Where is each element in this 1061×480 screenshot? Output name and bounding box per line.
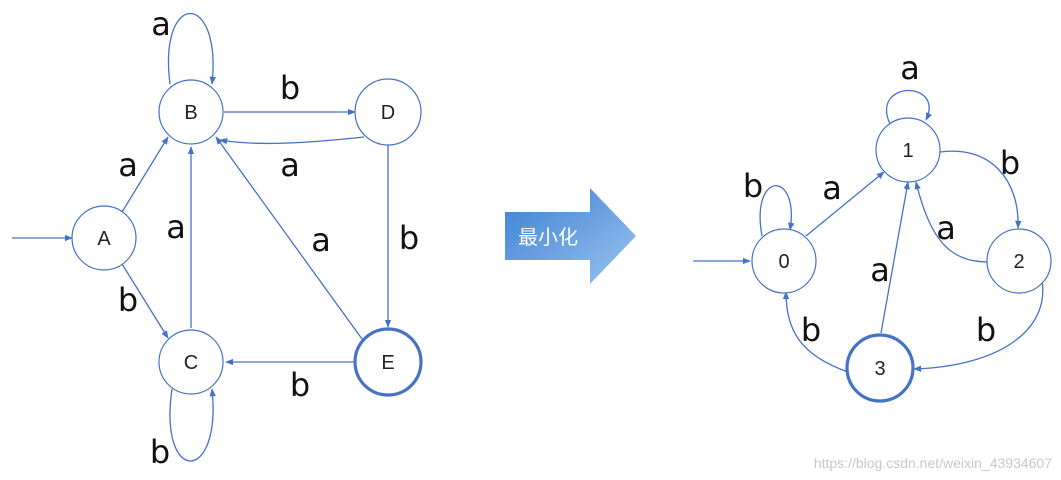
dfa-edge-1-2 bbox=[939, 150, 1022, 229]
nfa-label-D-B: a bbox=[280, 146, 300, 184]
nfa-label-B-D: b bbox=[280, 69, 300, 107]
minimize-arrow-label: 最小化 bbox=[518, 225, 578, 249]
nfa-label-E-B: a bbox=[311, 221, 331, 259]
nfa-label-C-C: b bbox=[150, 433, 170, 471]
dfa-node-2: 2 bbox=[986, 228, 1052, 294]
dfa-node-1: 1 bbox=[875, 117, 941, 183]
dfa-edge-2-3 bbox=[913, 279, 1044, 372]
nfa-node-C: C bbox=[158, 329, 224, 395]
nfa-edge-B-B bbox=[167, 12, 216, 85]
dfa-label-0-0: b bbox=[743, 167, 763, 205]
minimize-arrow-shape bbox=[505, 188, 636, 284]
nfa-edge-C-C bbox=[169, 388, 216, 462]
dfa-node-0-label: 0 bbox=[778, 251, 789, 273]
nfa-node-D-label: D bbox=[381, 102, 395, 124]
nfa-graph: a b a b a a b b a b A B C D E bbox=[12, 5, 423, 471]
minimize-arrow: 最小化 bbox=[505, 188, 636, 284]
nfa-node-E-label: E bbox=[381, 352, 394, 374]
dfa-label-3-1: a bbox=[870, 251, 890, 289]
dfa-edge-2-1 bbox=[914, 181, 989, 263]
dfa-label-3-0: b bbox=[801, 311, 821, 349]
dfa-node-2-label: 2 bbox=[1013, 251, 1024, 273]
nfa-label-E-C: b bbox=[290, 366, 310, 404]
dfa-label-1-2: b bbox=[1000, 144, 1020, 182]
nfa-label-C-B: a bbox=[166, 208, 186, 246]
dfa-label-0-1: a bbox=[822, 169, 842, 207]
min-dfa-graph: b a a b a b a b 0 1 2 3 bbox=[693, 49, 1052, 403]
nfa-node-B: B bbox=[158, 79, 224, 145]
nfa-node-C-label: C bbox=[184, 352, 198, 374]
dfa-node-3: 3 bbox=[845, 333, 915, 403]
nfa-label-A-C: b bbox=[118, 281, 138, 319]
nfa-edge-A-B bbox=[121, 136, 169, 213]
dfa-label-1-1: a bbox=[900, 49, 920, 87]
nfa-label-B-B: a bbox=[151, 5, 171, 43]
nfa-edge-D-B bbox=[219, 136, 365, 145]
dfa-edge-3-1 bbox=[880, 181, 910, 334]
dfa-label-2-3: b bbox=[976, 311, 996, 349]
nfa-edge-E-B bbox=[215, 136, 363, 340]
nfa-label-D-E: b bbox=[399, 219, 419, 257]
dfa-edge-0-1 bbox=[805, 171, 885, 237]
nfa-node-A: A bbox=[71, 205, 137, 271]
dfa-node-1-label: 1 bbox=[902, 140, 913, 162]
dfa-label-2-1: a bbox=[936, 209, 956, 247]
watermark-text: https://blog.csdn.net/weixin_43934607 bbox=[814, 455, 1052, 471]
nfa-node-A-label: A bbox=[97, 228, 111, 250]
dfa-edge-0-0 bbox=[759, 185, 795, 237]
nfa-label-A-B: a bbox=[118, 146, 138, 184]
nfa-node-B-label: B bbox=[184, 102, 197, 124]
nfa-node-E: E bbox=[353, 327, 423, 397]
dfa-node-3-label: 3 bbox=[874, 358, 885, 380]
dfa-edge-1-1 bbox=[886, 89, 932, 125]
nfa-edge-A-C bbox=[121, 263, 169, 339]
dfa-node-0: 0 bbox=[751, 228, 817, 294]
dfa-edge-3-0 bbox=[782, 291, 849, 373]
nfa-node-D: D bbox=[354, 78, 422, 146]
